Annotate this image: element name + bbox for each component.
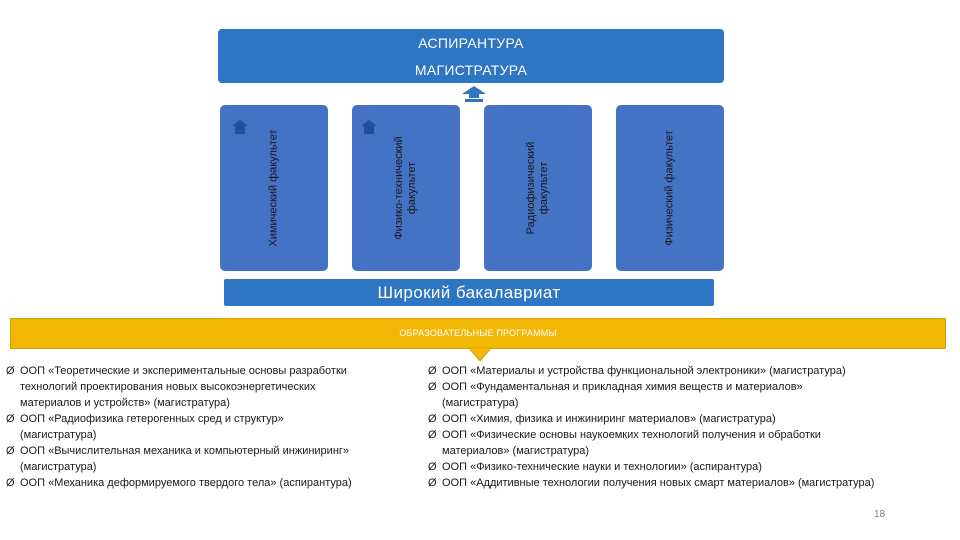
faculty-radiophysics: Радиофизический факультет [484,105,592,271]
faculty-physics-tech: Физико-технический факультет [352,105,460,271]
list-item-line: ООП «Механика деформируемого твердого те… [20,477,352,489]
list-item-line: ООП «Химия, физика и инжиниринг материал… [442,413,776,425]
list-item-line: ООП «Теоретические и экспериментальные о… [20,365,347,377]
list-item-line: ООП «Аддитивные технологии получения нов… [442,477,875,489]
list-item-line: (магистратура) [20,429,97,441]
magistratura-label: МАГИСТРАТУРА [414,62,528,78]
page-number: 18 [874,509,886,520]
list-item: Ø ООП «Физические основы наукоемких техно… [428,427,948,459]
list-item: Ø ООП «Физико-технические науки и техноло… [428,459,948,475]
list-item-line: ООП «Вычислительная механика и компьютер… [20,445,350,457]
bakalavriat-bar: Широкий бакалавриат [224,279,714,306]
arrow-bullet-icon: Ø [428,381,437,393]
arrow-bullet-icon: Ø [428,461,437,473]
right-program-list: Ø ООП «Материалы и устройства функциональ… [428,363,948,491]
list-item: Ø ООП «Вычислительная механика и компьюте… [6,443,416,475]
left-program-list: Ø ООП «Теоретические и экспериментальные … [6,363,416,491]
list-item: Ø ООП «Аддитивные технологии получения но… [428,475,948,491]
arrow-bullet-icon: Ø [6,413,15,425]
faculty-physics: Физический факультет [616,105,724,271]
arrow-bullet-icon: Ø [6,477,15,489]
faculty-label: Физический факультет [663,130,676,246]
arrow-bullet-icon: Ø [6,445,15,457]
list-item-line: ООП «Физические основы наукоемких технол… [442,429,821,441]
arrow-bullet-icon: Ø [428,429,437,441]
arrow-bullet-icon: Ø [428,477,437,489]
up-arrow-icon [462,86,486,102]
list-item: Ø ООП «Фундаментальная и прикладная химия… [428,379,948,411]
aspirantura-label: АСПИРАНТУРА [418,35,524,51]
list-item-line: (магистратура) [20,461,97,473]
list-item-line: ООП «Радиофизика гетерогенных сред и стр… [20,413,284,425]
programs-bar-label: ОБРАЗОВАТЕЛЬНЫЕ ПРОГРАММЫ [399,328,557,338]
list-item-line: материалов» (магистратура) [442,445,589,457]
faculty-label: Радиофизический факультет [525,141,550,235]
list-item-line: (магистратура) [442,397,519,409]
list-item-line: материалов и устройств» (магистратура) [20,397,230,409]
faculty-label: Химический факультет [267,129,280,247]
arrow-bullet-icon: Ø [6,365,15,377]
list-item-line: ООП «Физико-технические науки и технолог… [442,461,762,473]
arrow-bullet-icon: Ø [428,365,437,377]
list-item-line: ООП «Фундаментальная и прикладная химия … [442,381,803,393]
list-item: Ø ООП «Радиофизика гетерогенных сред и ст… [6,411,416,443]
list-item-line: технологий проектирования новых высокоэн… [20,381,316,393]
down-arrow-icon [468,347,492,361]
top-banner: АСПИРАНТУРА МАГИСТРАТУРА [218,29,724,83]
list-item: Ø ООП «Теоретические и экспериментальные … [6,363,416,411]
list-item: Ø ООП «Механика деформируемого твердого т… [6,475,416,491]
list-item: Ø ООП «Химия, физика и инжиниринг материа… [428,411,948,427]
programs-bar: ОБРАЗОВАТЕЛЬНЫЕ ПРОГРАММЫ [10,318,946,349]
house-icon [232,120,248,134]
house-icon [361,120,377,134]
list-item-line: ООП «Материалы и устройства функциональн… [442,365,846,377]
arrow-bullet-icon: Ø [428,413,437,425]
faculty-chemistry: Химический факультет [220,105,328,271]
list-item: Ø ООП «Материалы и устройства функциональ… [428,363,948,379]
faculty-label: Физико-технический факультет [393,136,418,240]
